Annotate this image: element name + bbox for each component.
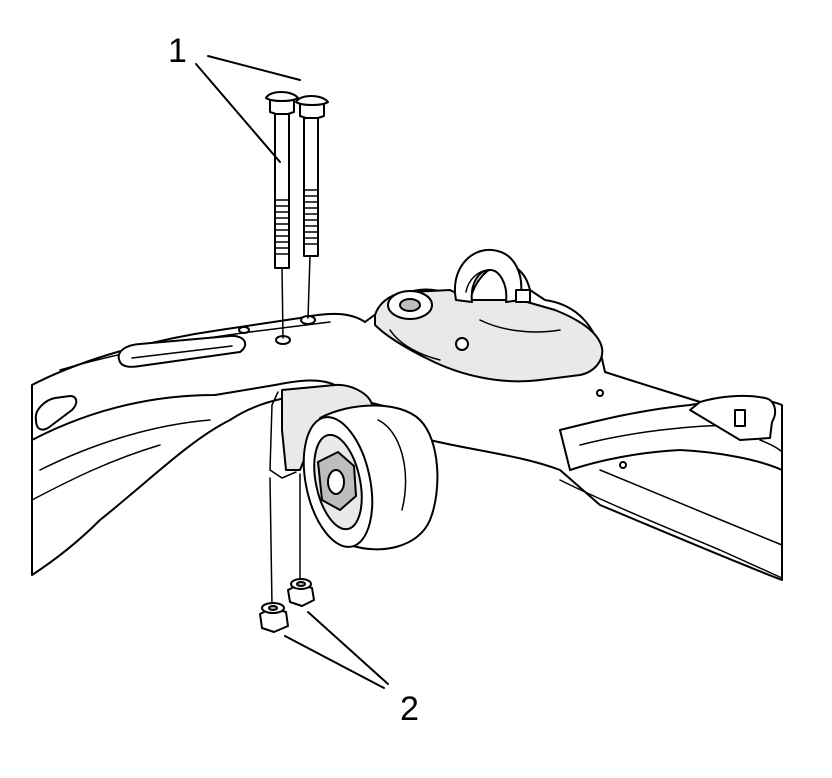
upper-mount-bracket xyxy=(374,248,604,383)
bolt-rear xyxy=(295,95,329,319)
bolts xyxy=(265,91,329,339)
callout-1-label: 1 xyxy=(168,32,187,70)
bolt-projection-lines xyxy=(269,391,301,607)
lower-bushing-mount xyxy=(281,383,439,551)
callout-leaders xyxy=(195,55,389,689)
callout-2-label: 2 xyxy=(400,690,419,728)
nuts xyxy=(259,578,315,633)
bolt-front xyxy=(265,91,299,339)
nut-front xyxy=(259,602,289,633)
nut-rear xyxy=(287,578,315,607)
